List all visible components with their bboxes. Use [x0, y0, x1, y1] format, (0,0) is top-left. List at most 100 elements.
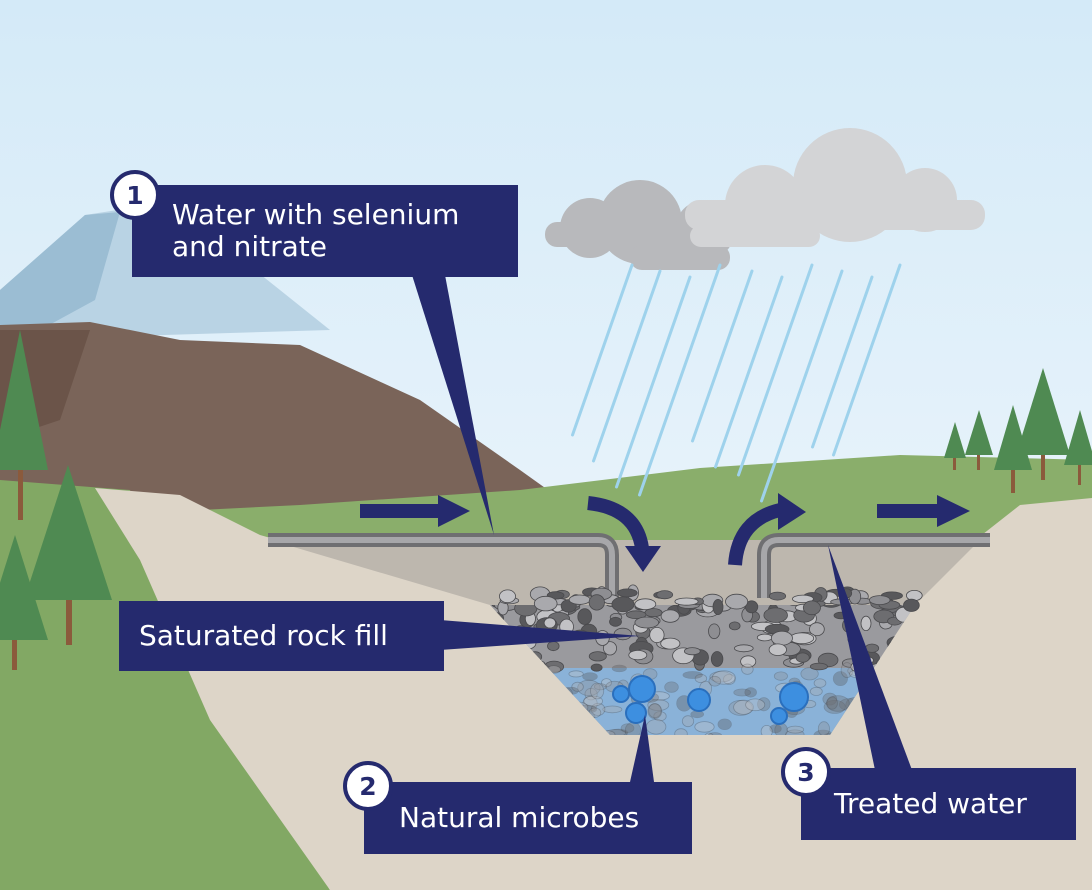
rock [757, 697, 771, 712]
step-3-badge: 3 [781, 747, 831, 797]
rock [647, 703, 663, 720]
snowy-mountain-shade [0, 212, 120, 335]
rock [728, 700, 753, 716]
rock [785, 729, 805, 735]
rock [694, 673, 708, 684]
label-natural-microbes: Natural microbes [364, 782, 692, 854]
rock [634, 598, 657, 610]
rock [533, 595, 558, 612]
rain-streak [760, 269, 844, 503]
brown-mountain [0, 322, 590, 520]
rock [792, 594, 814, 604]
flow-arrows [360, 493, 970, 572]
rock [602, 705, 623, 714]
rock [603, 641, 618, 656]
rock [707, 732, 723, 735]
rock [760, 725, 773, 735]
rock [717, 718, 732, 731]
outlet-pipe-inner [761, 537, 990, 598]
rock [588, 651, 607, 662]
rock [584, 687, 598, 701]
rock [770, 630, 793, 646]
rain-streak [737, 263, 814, 477]
rock [744, 600, 759, 614]
rock [648, 703, 662, 719]
rock [611, 664, 627, 673]
rock [583, 695, 603, 707]
label-step3-text: Treated water [834, 787, 1027, 820]
rock [590, 663, 603, 672]
rock [708, 623, 721, 640]
rock [674, 597, 699, 606]
rock [733, 688, 751, 697]
rock [660, 609, 680, 623]
rock [728, 621, 741, 631]
rain-streak [832, 263, 902, 457]
rock [664, 681, 679, 693]
arrow-up-icon [728, 493, 806, 566]
rain-streak [592, 269, 662, 463]
rock [690, 710, 704, 719]
rock [809, 622, 825, 637]
inlet-pipe-inner [268, 537, 615, 598]
rock [616, 588, 638, 598]
rock [571, 681, 584, 692]
rock [613, 627, 632, 641]
rock [681, 715, 695, 728]
rock [645, 719, 667, 735]
pointer-step1 [412, 275, 494, 535]
rock [577, 679, 601, 697]
rock [594, 683, 607, 691]
rock [656, 590, 674, 600]
rain [571, 263, 902, 503]
rock [769, 724, 782, 734]
rock [903, 598, 920, 612]
rock [733, 699, 754, 715]
rock [822, 692, 838, 706]
rock [611, 596, 635, 613]
rock [703, 732, 715, 735]
rain-streak [691, 269, 754, 443]
rock [773, 671, 788, 681]
rock [756, 633, 773, 642]
rock [498, 589, 516, 604]
rock [809, 686, 823, 696]
rock [588, 594, 605, 611]
label-water-with-selenium: Water with selenium and nitrate [132, 185, 518, 277]
rock [795, 652, 810, 663]
rock [708, 675, 722, 687]
rock [590, 702, 606, 716]
rock [820, 605, 842, 608]
rock [786, 725, 805, 734]
microbes [612, 675, 809, 725]
rock [802, 600, 821, 616]
rock [740, 655, 757, 668]
rock [733, 644, 754, 653]
rock [543, 617, 557, 629]
rock [722, 674, 736, 685]
rock [768, 591, 787, 601]
rain-streak [638, 263, 722, 497]
rain-streak [615, 275, 692, 489]
rock [628, 649, 648, 661]
label-step1-line1: Water with selenium [172, 198, 460, 231]
rain-streak [571, 263, 634, 437]
rock [710, 651, 724, 667]
label-step2-text: Natural microbes [399, 801, 640, 834]
rock [683, 647, 701, 656]
rock [725, 593, 749, 610]
rock [789, 632, 815, 645]
label-rock-fill-text: Saturated rock fill [139, 619, 388, 652]
rock [832, 671, 848, 686]
label-step1-line2: and nitrate [172, 230, 327, 263]
rock [822, 733, 835, 735]
trees-left [0, 330, 112, 670]
rock [817, 721, 830, 735]
step-1-badge: 1 [110, 170, 160, 220]
step-2-badge: 2 [343, 761, 393, 811]
pointer-rock-fill [440, 620, 640, 650]
rock [568, 670, 584, 678]
rock-fill-top [497, 584, 923, 616]
rock [869, 595, 891, 605]
